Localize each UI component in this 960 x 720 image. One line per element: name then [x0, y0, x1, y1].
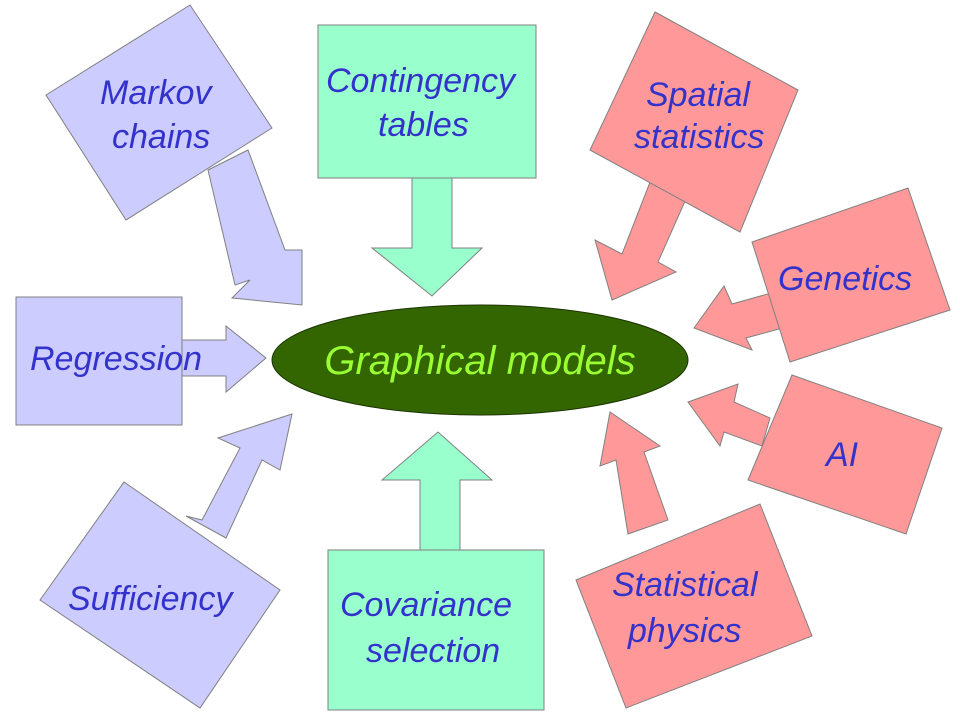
covariance-selection-label-2: selection	[366, 632, 500, 670]
regression-label: Regression	[30, 340, 202, 378]
statistical-physics-label-1: Statistical	[612, 566, 759, 604]
markov-chains-label-2: chains	[112, 118, 210, 156]
graphical-models-ellipse	[271, 304, 689, 416]
sufficiency-label: Sufficiency	[68, 580, 234, 618]
node-statistical-physics: Statistical physics	[575, 411, 813, 709]
markov-chains-arrow	[207, 149, 303, 306]
sufficiency-arrow	[185, 413, 293, 539]
regression-box	[15, 296, 183, 426]
ai-box	[747, 374, 943, 535]
node-spatial-statistics: Spatial statistics	[589, 11, 799, 301]
covariance-selection-label-1: Covariance	[340, 586, 512, 624]
node-contingency-tables: Contingency tables	[317, 24, 537, 297]
node-regression: Regression	[15, 296, 267, 426]
markov-chains-box	[45, 4, 273, 221]
genetics-box	[751, 187, 951, 363]
spatial-statistics-box	[589, 11, 799, 233]
markov-chains-label-1: Markov	[100, 74, 213, 112]
contingency-tables-label-2: tables	[378, 106, 469, 144]
contingency-tables-arrow	[370, 177, 484, 297]
node-markov-chains: Markov chains	[45, 4, 303, 306]
node-covariance-selection: Covariance selection	[327, 431, 545, 711]
contingency-tables-box	[317, 24, 537, 179]
genetics-label: Genetics	[778, 260, 912, 298]
covariance-selection-arrow	[380, 431, 494, 551]
sufficiency-box	[39, 481, 281, 709]
spatial-statistics-label-1: Spatial	[646, 76, 751, 114]
node-ai: AI	[687, 374, 943, 535]
node-genetics: Genetics	[693, 187, 951, 363]
regression-arrow	[181, 324, 267, 394]
statistical-physics-arrow	[599, 411, 669, 535]
covariance-selection-box	[327, 549, 545, 711]
contingency-tables-label-1: Contingency	[326, 62, 517, 100]
ai-arrow	[687, 383, 771, 448]
graphical-models-label: Graphical models	[324, 339, 635, 383]
node-sufficiency: Sufficiency	[39, 413, 293, 709]
statistical-physics-label-2: physics	[627, 612, 741, 650]
spatial-statistics-label-2: statistics	[634, 118, 764, 156]
central-node: Graphical models	[271, 304, 689, 416]
statistical-physics-box	[575, 503, 813, 709]
ai-label: AI	[824, 436, 859, 474]
